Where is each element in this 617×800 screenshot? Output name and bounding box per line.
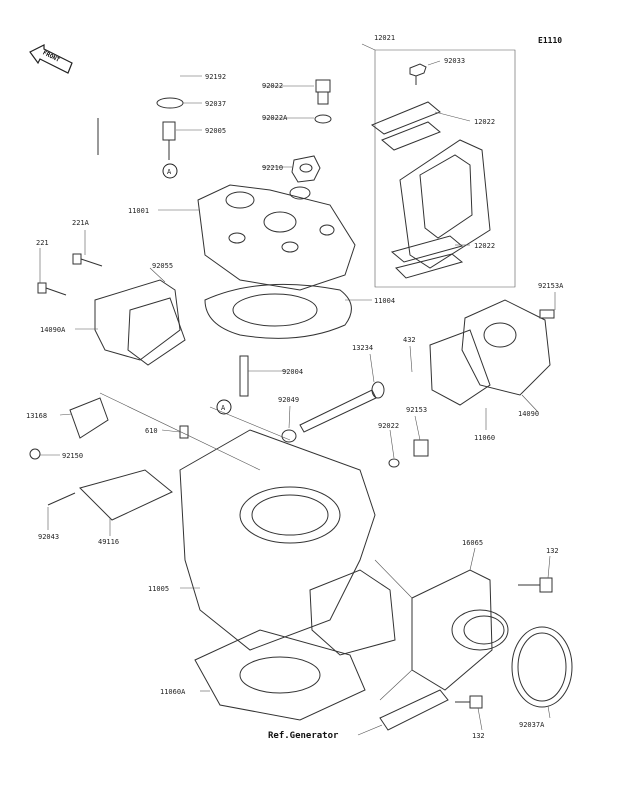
label-221a: 221A — [72, 219, 90, 227]
callout-a-upper-label: A — [167, 168, 172, 176]
valve-cover-14090 — [429, 299, 555, 406]
label-92004: 92004 — [282, 368, 303, 376]
cylinder-11005 — [179, 429, 396, 656]
label-11060a: 11060A — [160, 688, 186, 696]
generator-rod — [379, 689, 449, 731]
head-gasket — [204, 283, 352, 339]
breather-hose — [96, 58, 182, 155]
hose-fittings — [156, 97, 184, 160]
leader-lines — [39, 60, 556, 731]
label-12022-bottom: 12022 — [474, 242, 495, 250]
label-92022a: 92022A — [262, 114, 288, 122]
intake-manifold-16065 — [411, 569, 509, 691]
label-432: 432 — [403, 336, 416, 344]
label-92033: 92033 — [444, 57, 465, 65]
label-132-bottom: 132 — [472, 732, 485, 740]
cylinder-head — [197, 184, 356, 291]
callout-a-mid-label: A — [221, 404, 226, 412]
label-610: 610 — [145, 427, 158, 435]
label-92043: 92043 — [38, 533, 59, 541]
washers — [179, 425, 429, 468]
label-92192: 92192 — [205, 73, 226, 81]
reed-valve-parts — [370, 63, 491, 279]
label-92022-mid: 92022 — [378, 422, 399, 430]
label-11004: 11004 — [374, 297, 395, 305]
label-49116: 49116 — [98, 538, 119, 546]
label-92005: 92005 — [205, 127, 226, 135]
label-92037a: 92037A — [519, 721, 545, 729]
label-92055: 92055 — [152, 262, 173, 270]
label-92153: 92153 — [406, 406, 427, 414]
label-92153a: 92153A — [538, 282, 564, 290]
diagram-code: E1110 — [538, 36, 562, 45]
label-14090a: 14090A — [40, 326, 66, 334]
ref-generator-label: Ref.Generator — [268, 731, 339, 741]
label-11005: 11005 — [148, 585, 169, 593]
label-11001: 11001 — [128, 207, 149, 215]
shaft-13234 — [299, 381, 385, 433]
label-221: 221 — [36, 239, 49, 247]
top-bolt — [314, 79, 332, 124]
label-12021: 12021 — [374, 34, 395, 42]
cover-14090a — [94, 279, 186, 366]
base-gasket-11060a — [194, 629, 366, 721]
label-13234: 13234 — [352, 344, 373, 352]
label-92037: 92037 — [205, 100, 226, 108]
label-16065: 16065 — [462, 539, 483, 547]
label-92150: 92150 — [62, 452, 83, 460]
callout-a-mid: A — [216, 399, 232, 415]
callout-a-upper: A — [162, 163, 178, 179]
front-arrow-icon: FRONT — [29, 44, 73, 74]
bracket-49116 — [47, 469, 173, 521]
bolts-221 — [37, 253, 103, 296]
part-labels: 12021 92033 12022 12022 92192 92037 9200… — [26, 34, 564, 740]
pulley-13168 — [29, 397, 109, 460]
label-92049: 92049 — [278, 396, 299, 404]
reed-valve-box — [361, 43, 516, 288]
clamp-92037a — [511, 626, 573, 708]
label-92210: 92210 — [262, 164, 283, 172]
label-11060: 11060 — [474, 434, 495, 442]
label-12022-top: 12022 — [474, 118, 495, 126]
bolts-132 — [455, 577, 553, 709]
label-13168: 13168 — [26, 412, 47, 420]
label-132-top: 132 — [546, 547, 559, 555]
label-92022: 92022 — [262, 82, 283, 90]
stud-92004 — [239, 355, 249, 397]
label-14090: 14090 — [518, 410, 539, 418]
nut-92210 — [291, 155, 321, 183]
